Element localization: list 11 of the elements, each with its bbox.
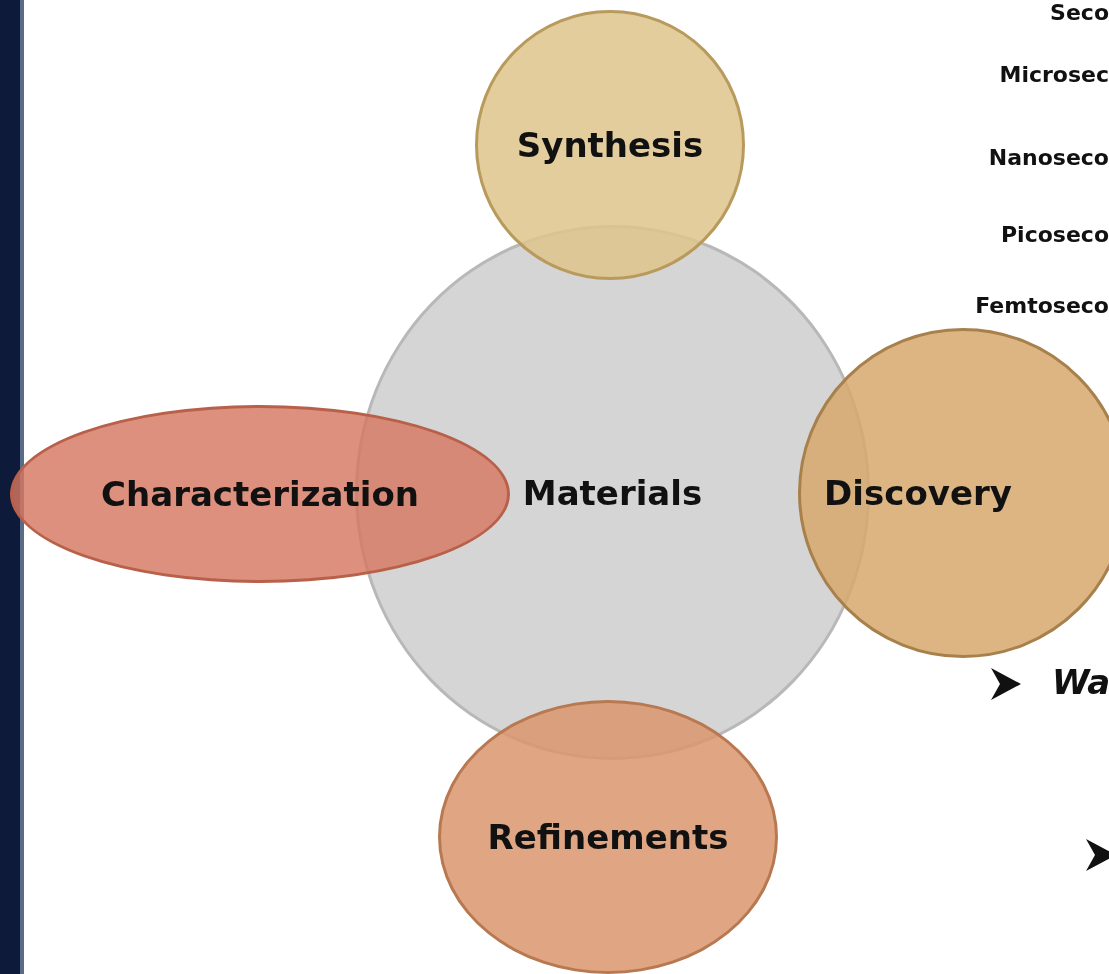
time-scale-label: Picoseco	[1001, 222, 1109, 247]
time-scale-label: Nanoseco	[988, 145, 1109, 170]
node-label: Synthesis	[516, 125, 704, 165]
time-scale-label: Seco	[1050, 0, 1109, 25]
node-label: Characterization	[101, 474, 419, 514]
node-label: Refinements	[487, 817, 729, 857]
time-scale-label: Femtoseco	[975, 293, 1109, 318]
time-scale-label: Microsec	[999, 62, 1109, 87]
node-label: Discovery	[824, 473, 1012, 513]
node-label: Materials	[522, 472, 703, 513]
bullet-text: Wa	[1052, 662, 1109, 702]
